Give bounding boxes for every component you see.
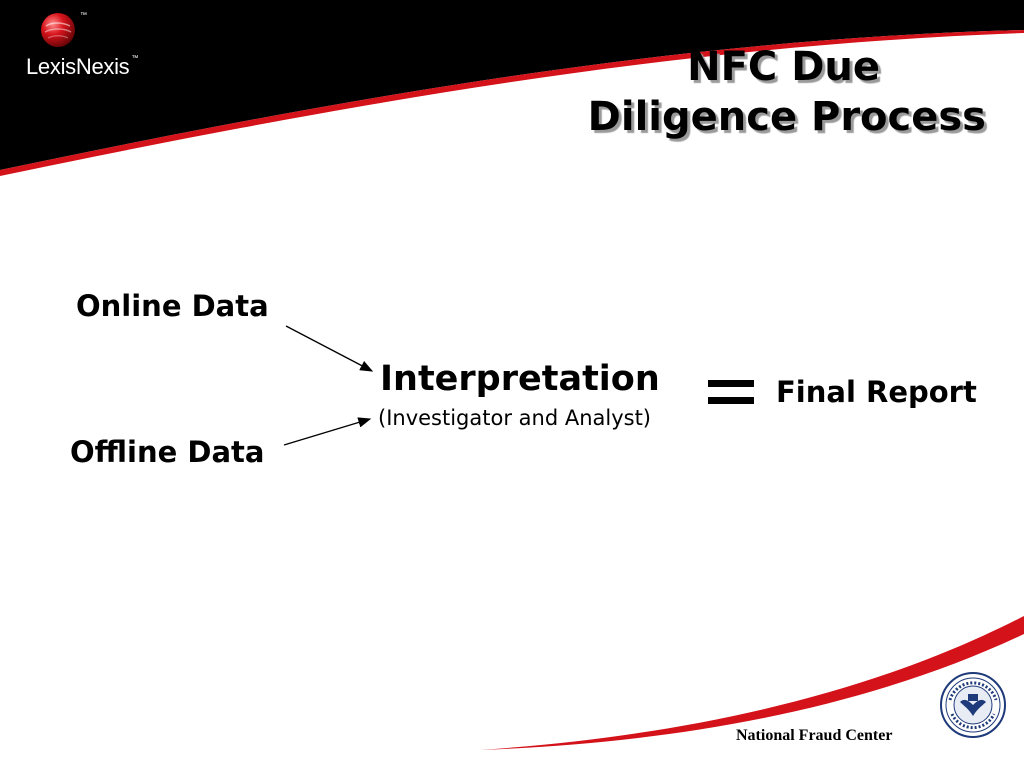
- equals-bar-bottom: [708, 397, 754, 404]
- interpretation-label: Interpretation: [380, 359, 660, 399]
- final-report-label: Final Report: [776, 375, 977, 409]
- national-fraud-center-seal-icon: [940, 672, 1006, 738]
- page-title: NFC Due Diligence Process: [466, 42, 986, 142]
- footer-org-name: National Fraud Center: [736, 727, 893, 744]
- title-line-2: Diligence Process: [587, 94, 986, 140]
- equals-icon: [708, 350, 756, 410]
- logo-tm-mark: ™: [80, 12, 87, 19]
- online-data-label: Online Data: [76, 289, 269, 323]
- logo-tm: ™: [131, 54, 139, 62]
- offline-data-label: Offline Data: [70, 435, 265, 469]
- logo-ball-icon: [41, 13, 75, 47]
- header-band: [0, 0, 1024, 170]
- interpretation-subtitle: (Investigator and Analyst): [378, 406, 651, 430]
- equals-bar-top: [708, 380, 754, 387]
- logo-text: LexisNexis: [26, 54, 130, 79]
- title-line-1: NFC Due: [687, 44, 880, 90]
